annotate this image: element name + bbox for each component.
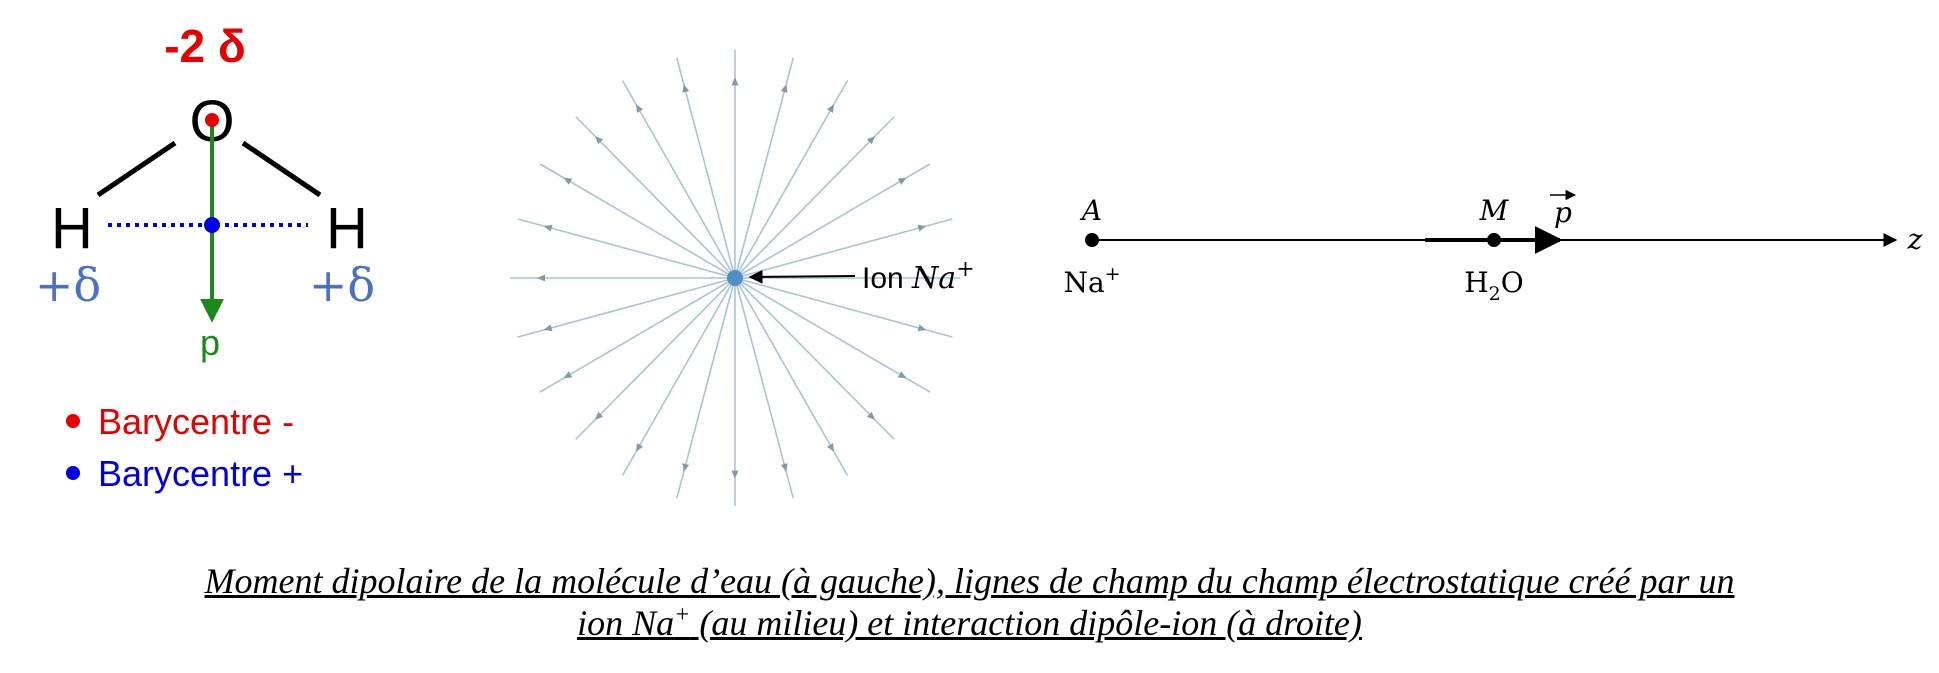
field-line (517, 277, 736, 338)
point-a-label: A (1079, 194, 1102, 227)
field-line (539, 277, 736, 393)
axis-label: z (1907, 223, 1923, 256)
field-line-arrowhead (917, 324, 927, 332)
field-line-arrowhead (636, 104, 643, 113)
legend: Barycentre - Barycentre + (66, 401, 303, 494)
negative-barycentre-dot (205, 113, 219, 127)
field-lines-panel: Ion Na+ (510, 50, 975, 506)
field-line (575, 277, 736, 440)
field-lines (510, 50, 960, 506)
field-line-arrowhead (543, 224, 553, 232)
field-line (734, 57, 794, 279)
field-line (734, 80, 849, 279)
field-line (734, 277, 794, 499)
field-line (575, 116, 736, 279)
field-line (621, 277, 736, 476)
point-m-dot (1487, 233, 1501, 247)
field-line (734, 277, 931, 393)
field-line-arrowhead (563, 371, 573, 379)
caption-line-1: Moment dipolaire de la molécule d’eau (à… (204, 561, 1735, 601)
caption-line-2: ion Na+ (au milieu) et interaction dipôl… (577, 602, 1362, 643)
field-line-arrowhead (682, 84, 690, 93)
legend-marker-negative (66, 414, 80, 428)
field-line (734, 163, 931, 279)
point-m-label: M (1479, 194, 1510, 227)
point-a-dot (1085, 233, 1099, 247)
bond-right (241, 140, 322, 198)
field-line (539, 163, 736, 279)
field-line-arrowhead (563, 177, 573, 185)
bond-left (96, 140, 177, 198)
ion-label: Ion Na+ (862, 257, 975, 296)
field-line-arrowhead (925, 274, 933, 282)
sodium-ion (727, 270, 743, 286)
oxygen-charge: -2 δ (164, 20, 246, 72)
field-line-arrowhead (827, 104, 834, 113)
charge-right-hydrogen: +δ (309, 258, 375, 312)
field-line (676, 277, 736, 499)
legend-positive: Barycentre + (98, 453, 303, 494)
field-line-arrowhead (731, 77, 739, 86)
hydrogen-right: H (326, 196, 368, 261)
ion-pointer-arrow (748, 269, 856, 284)
field-line (734, 277, 849, 476)
dipole-label: p (200, 322, 220, 363)
positive-barycentre-dot (204, 217, 220, 233)
field-line-arrowhead (543, 324, 553, 332)
field-line-arrowhead (827, 443, 834, 452)
vector-p-label: p (1554, 196, 1572, 229)
field-line-arrowhead (866, 411, 875, 420)
field-line-arrowhead (595, 136, 604, 145)
field-line (734, 116, 895, 279)
field-line (621, 80, 736, 279)
field-line-arrowhead (780, 463, 788, 472)
field-line-arrowhead (682, 463, 690, 472)
molecule-under-m: H2O (1464, 266, 1523, 305)
water-molecule-panel: -2 δ O H H +δ +δ p Barycentre - Barycent… (35, 20, 375, 494)
field-line-arrowhead (731, 470, 739, 479)
charge-left-hydrogen: +δ (35, 258, 101, 312)
field-line-arrowhead (780, 84, 788, 93)
field-line-arrowhead (917, 224, 927, 232)
figure-caption: Moment dipolaire de la molécule d’eau (à… (0, 560, 1939, 644)
caption-ion-symbol: Na (632, 603, 675, 643)
field-line-arrowhead (537, 274, 545, 282)
legend-marker-positive (66, 466, 80, 480)
field-line (734, 277, 953, 338)
legend-negative: Barycentre - (98, 401, 294, 442)
ion-under-a: Na+ (1063, 263, 1120, 299)
field-line-arrowhead (866, 136, 875, 145)
field-line (734, 218, 953, 279)
field-line (734, 277, 895, 440)
field-line-arrowhead (595, 411, 604, 420)
field-line-arrowhead (897, 371, 907, 379)
field-line (676, 57, 736, 279)
hydrogen-left: H (51, 196, 93, 261)
figure: -2 δ O H H +δ +δ p Barycentre - Barycent… (35, 20, 1923, 506)
field-line-arrowhead (897, 177, 907, 185)
interaction-panel: A M p z Na+ H2O (1063, 189, 1923, 305)
field-line-arrowhead (636, 443, 643, 452)
field-line (517, 218, 736, 279)
